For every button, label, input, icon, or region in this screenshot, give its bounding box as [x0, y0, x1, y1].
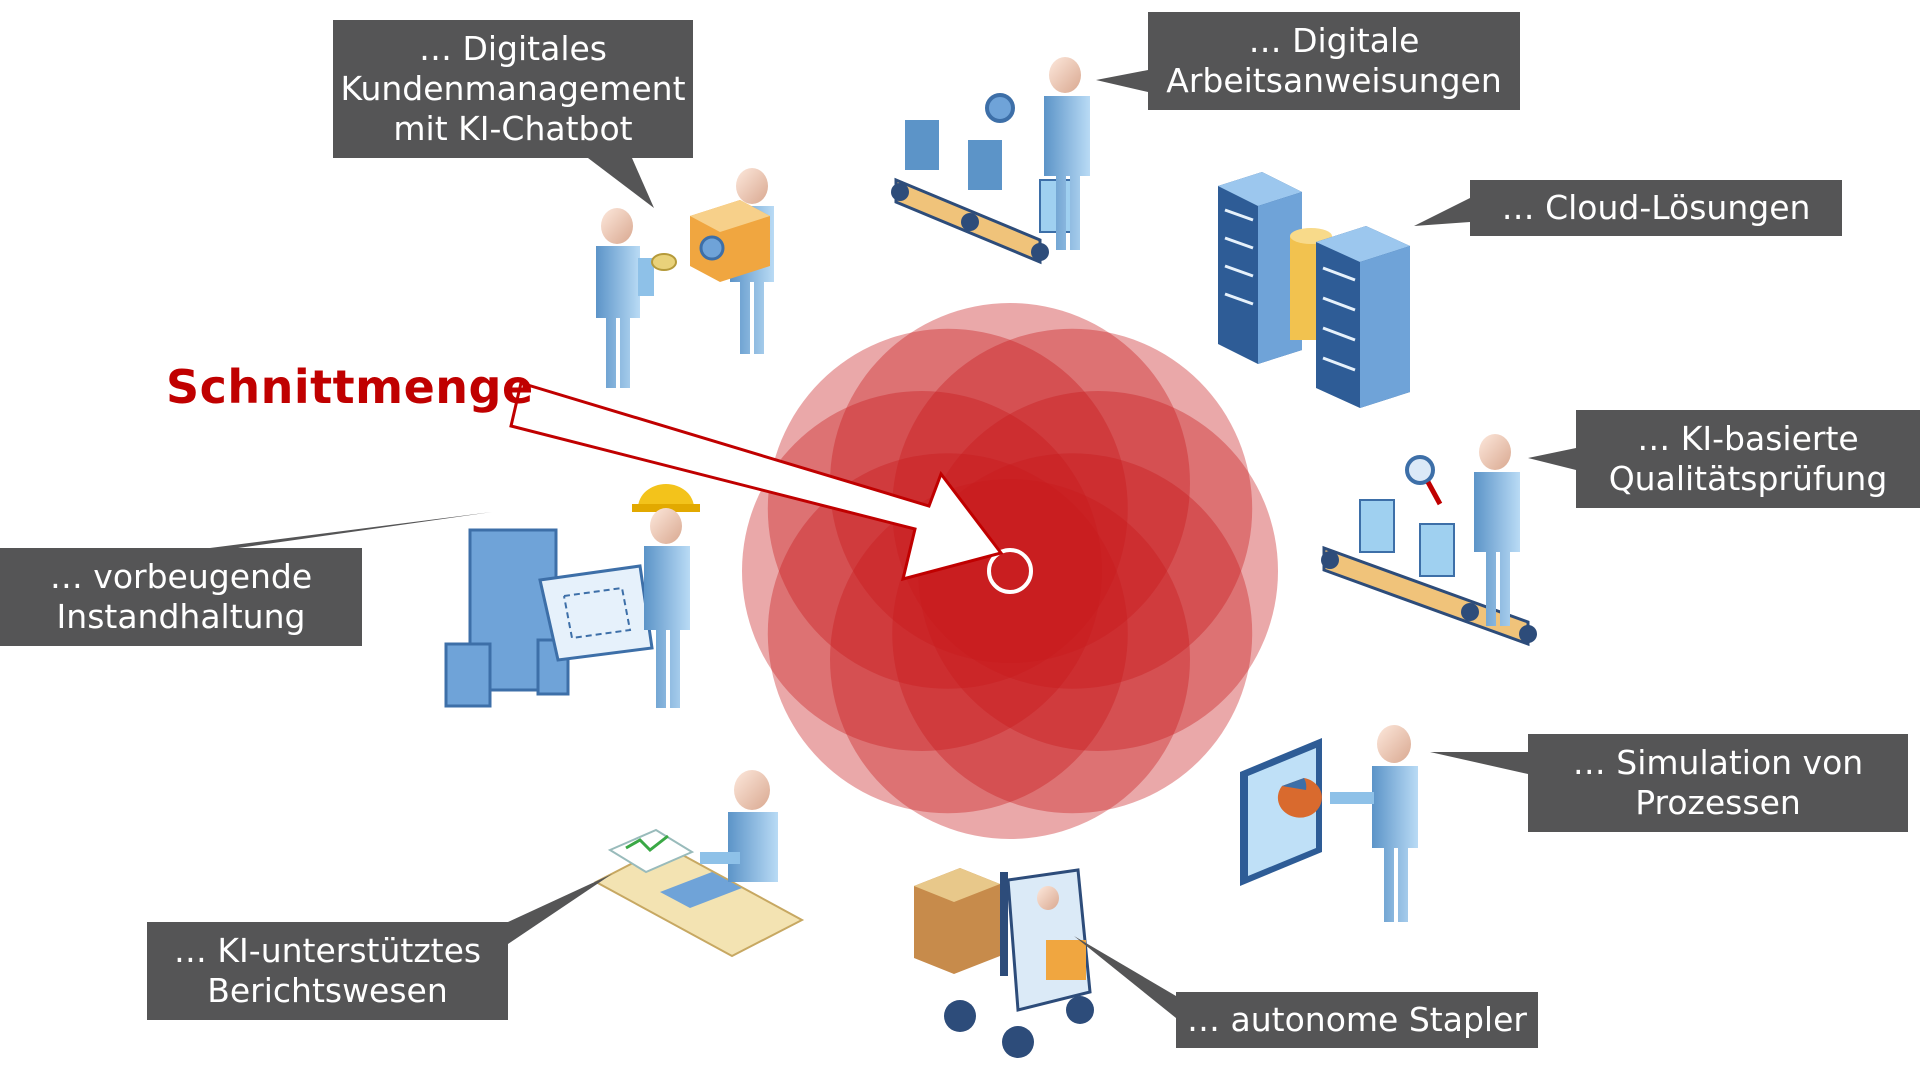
headline-schnittmenge: Schnittmenge [166, 360, 534, 414]
intersection-center-ring [987, 548, 1033, 594]
engineer-blueprint-icon [444, 484, 700, 708]
callout-instandhaltung: … vorbeugende Instandhaltung [0, 548, 362, 646]
callout-qualitaet: … KI-basierte Qualitätsprüfung [1576, 410, 1920, 508]
callout-bericht: … KI-unterstütztes Berichtswesen [147, 922, 508, 1020]
petal-circle [892, 328, 1253, 689]
conveyor-assembly-icon [891, 57, 1090, 265]
quality-inspection-icon [1321, 434, 1537, 647]
petal-circle [767, 453, 1128, 814]
forklift-icon [914, 868, 1094, 1058]
callout-stapler: … autonome Stapler [1176, 992, 1538, 1048]
callout-simulation: … Simulation von Prozessen [1528, 734, 1908, 832]
petal-circle [918, 391, 1278, 751]
presentation-chart-icon [1240, 725, 1418, 922]
server-database-icon [1218, 172, 1410, 408]
handshake-delivery-icon [596, 168, 774, 388]
desk-report-icon [593, 770, 805, 958]
callout-arbeitsanweisungen: … Digitale Arbeitsanweisungen [1148, 12, 1520, 110]
callout-cloud: … Cloud-Lösungen [1470, 180, 1842, 236]
callout-kundenmanagement: … Digitales Kundenmanagement mit KI-Chat… [333, 20, 693, 158]
pointer-arrow [509, 381, 1004, 582]
